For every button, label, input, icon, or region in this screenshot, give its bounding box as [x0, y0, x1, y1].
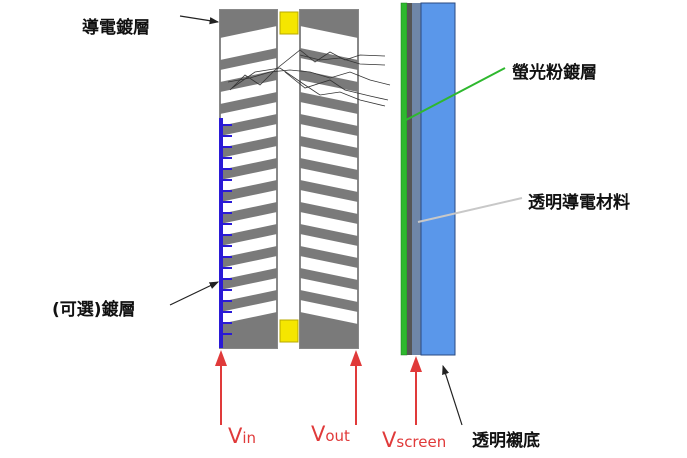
channel-wall-right: [300, 92, 358, 114]
channel-wall-right: [300, 290, 358, 312]
leader-lines: [169, 15, 523, 426]
channel-wall-left: [220, 158, 277, 180]
optional-coating-tooth: [222, 278, 232, 280]
electron-path: [231, 67, 386, 107]
optional-coating-tooth: [222, 311, 232, 313]
label-optional-coating: (可選)鍍層: [52, 300, 136, 320]
vscreen-main: V: [382, 428, 397, 452]
vscreen-sub: screen: [396, 433, 447, 451]
optional-coating-tooth: [222, 212, 232, 214]
vin-main: V: [228, 424, 243, 448]
electron-path: [299, 54, 386, 66]
optional-coating-tooth: [222, 289, 232, 291]
spacer-top: [279, 11, 299, 35]
label-conductive-coating: 導電鍍層: [82, 18, 150, 38]
optional-coating-tooth: [222, 190, 232, 192]
optional-coating-tooth: [222, 322, 232, 324]
label-vscreen: Vscreen: [382, 428, 446, 452]
vout-main: V: [311, 422, 326, 446]
channel-wall-left: [220, 268, 277, 290]
channel-wall-right: [300, 202, 358, 224]
channel-wall-left: [220, 114, 277, 136]
optional-coating-tooth: [222, 234, 232, 236]
label-phosphor-coating: 螢光粉鍍層: [512, 63, 597, 83]
label-transparent-substrate: 透明襯底: [472, 431, 540, 451]
electron-path: [227, 69, 391, 86]
plate-top-block-right: [300, 10, 358, 38]
vin-sub: in: [242, 429, 257, 447]
channel-wall-left: [220, 202, 277, 224]
electron-path: [229, 49, 386, 91]
optional-coating-tooth: [222, 333, 232, 335]
phosphor-layer: [400, 2, 408, 356]
optional-coating-tooth: [222, 267, 232, 269]
label-vout: Vout: [311, 422, 350, 446]
channel-wall-right: [300, 158, 358, 180]
optional-coating-tooth: [222, 168, 232, 170]
optional-coating-tooth: [222, 256, 232, 258]
channel-wall-left: [220, 48, 277, 70]
microchannel-plates: [219, 9, 359, 349]
spacer-bottom: [279, 319, 299, 343]
optional-coating-tooth: [222, 146, 232, 148]
channel-wall-right: [300, 136, 358, 158]
phosphor-screen: [400, 2, 456, 356]
channel-wall-right: [300, 70, 358, 92]
substrate-layer: [420, 2, 456, 356]
dark-layer: [407, 3, 412, 355]
substrate-arrow: [442, 364, 463, 426]
optional-coating-tooth: [222, 245, 232, 247]
channel-wall-right: [300, 180, 358, 202]
channel-wall-left: [220, 290, 277, 312]
channel-wall-left: [220, 92, 277, 114]
phosphor-leader: [405, 67, 506, 121]
channel-wall-right: [300, 114, 358, 136]
plate-bottom-block-right: [300, 316, 358, 348]
optional-coating-tooth: [222, 223, 232, 225]
plate-top-block-left: [220, 10, 277, 38]
electron-path: [284, 71, 389, 101]
optional-coating-tooth: [222, 300, 232, 302]
channel-wall-left: [220, 180, 277, 202]
label-vin: Vin: [228, 424, 256, 448]
optional-coating-tooth: [222, 135, 232, 137]
channel-wall-left: [220, 246, 277, 268]
optional-coating-tooth: [222, 124, 232, 126]
channel-wall-right: [300, 246, 358, 268]
conductor-leader: [417, 197, 523, 223]
electron-paths: [227, 49, 391, 107]
label-transparent-conductor: 透明導電材料: [528, 193, 630, 213]
optional-arrow: [169, 281, 220, 306]
optional-coating-tooth: [222, 179, 232, 181]
optional-coating-strip: [219, 118, 223, 348]
vout-sub: out: [325, 427, 350, 445]
conductive-arrow: [179, 15, 220, 25]
channel-wall-right: [300, 268, 358, 290]
channel-wall-left: [220, 136, 277, 158]
optional-coating-tooth: [222, 201, 232, 203]
conductor-layer: [412, 3, 421, 355]
channel-wall-right: [300, 224, 358, 246]
optional-coating-tooth: [222, 157, 232, 159]
plate-bottom-block-left: [220, 316, 277, 348]
channel-wall-left: [220, 224, 277, 246]
